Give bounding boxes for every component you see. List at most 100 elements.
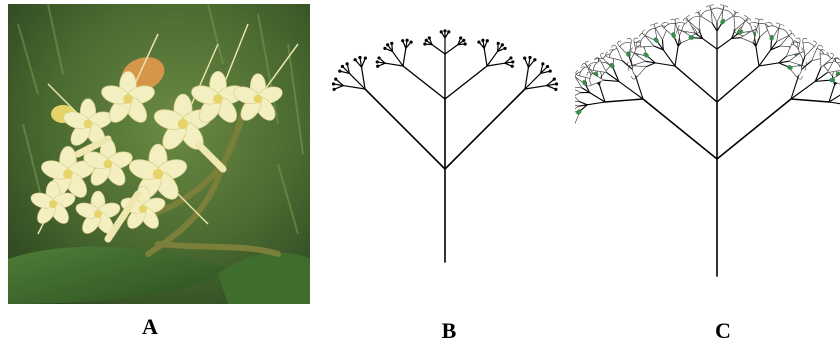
- flower-node: [533, 58, 536, 61]
- flower-node: [546, 65, 549, 68]
- flower-photo-graphic: [8, 4, 310, 304]
- flower-node: [354, 58, 357, 61]
- flower-node: [459, 36, 462, 39]
- flower-node: [554, 88, 557, 91]
- flower-node: [477, 40, 480, 43]
- corolla: [575, 87, 581, 99]
- twig: [717, 38, 732, 49]
- branch: [717, 99, 791, 159]
- twig: [663, 50, 675, 66]
- flower-node: [409, 40, 412, 43]
- flower-node: [401, 39, 404, 42]
- flower-node: [503, 47, 506, 50]
- branch: [643, 99, 717, 159]
- flower-node: [346, 62, 349, 65]
- twig: [385, 63, 403, 66]
- flower-node: [528, 56, 531, 59]
- flower-center: [213, 94, 223, 104]
- flower-node: [462, 39, 465, 42]
- twig: [487, 63, 505, 66]
- flower-node: [486, 39, 489, 42]
- branch: [717, 66, 759, 102]
- flower-node: [423, 42, 426, 45]
- flower-node: [338, 70, 341, 73]
- flower-center: [123, 94, 133, 104]
- flower-center: [63, 169, 73, 179]
- flower-center: [104, 160, 113, 169]
- twig: [829, 102, 840, 105]
- flower-node: [376, 60, 379, 63]
- corolla: [799, 41, 815, 58]
- flower-node: [405, 39, 408, 42]
- branch: [445, 66, 487, 99]
- twig: [392, 51, 403, 66]
- twig: [403, 48, 406, 66]
- branching-flower-diagram: [575, 4, 840, 284]
- twig: [717, 23, 722, 31]
- branching-diagram: [325, 14, 565, 274]
- flower-node: [390, 42, 393, 45]
- twig: [432, 45, 445, 54]
- flower-node: [464, 42, 467, 45]
- twig: [445, 45, 458, 54]
- flower-center: [49, 200, 57, 208]
- flower-center: [254, 95, 263, 104]
- twig: [759, 50, 771, 66]
- branch: [445, 89, 525, 169]
- flower-node: [509, 56, 512, 59]
- branch: [791, 99, 829, 102]
- twig: [712, 23, 717, 31]
- flower-node: [447, 30, 450, 33]
- flower-center: [84, 120, 93, 129]
- branch: [365, 89, 445, 169]
- flower-node: [555, 82, 558, 85]
- branch: [403, 66, 445, 99]
- branching-diagram-graphic: [325, 14, 565, 274]
- twig: [675, 46, 678, 66]
- flower-node: [523, 57, 526, 60]
- flower-center: [178, 119, 188, 129]
- flower-node: [428, 36, 431, 39]
- flower-node: [549, 70, 552, 73]
- panel-label-a: A: [142, 314, 158, 340]
- flower-node: [511, 65, 514, 68]
- branch: [605, 99, 643, 102]
- twig: [759, 63, 779, 66]
- flower-node: [383, 47, 386, 50]
- twig: [587, 102, 605, 105]
- panel-label-b: B: [442, 318, 457, 344]
- twig: [662, 40, 663, 50]
- corolla: [711, 8, 723, 22]
- flower-center: [94, 210, 102, 218]
- flower-node: [334, 78, 337, 81]
- flower-node: [364, 57, 367, 60]
- twig: [702, 38, 717, 49]
- flower-node: [511, 60, 514, 63]
- flower-node: [333, 88, 336, 91]
- branching-flower-diagram-graphic: [575, 4, 840, 284]
- twig: [756, 46, 759, 66]
- flower-node: [443, 29, 446, 32]
- twig: [791, 81, 815, 99]
- flower-node: [358, 56, 361, 59]
- twig: [619, 81, 643, 99]
- twig: [646, 63, 655, 67]
- flower-photo: [8, 4, 310, 304]
- twig: [484, 48, 487, 66]
- flower-node: [501, 43, 504, 46]
- flower-node: [481, 39, 484, 42]
- flower-node: [332, 82, 335, 85]
- twig: [779, 63, 788, 67]
- twig: [655, 63, 675, 66]
- flower-node: [376, 65, 379, 68]
- panel-label-c: C: [715, 318, 731, 344]
- flower-node: [386, 43, 389, 46]
- twig: [487, 51, 498, 66]
- flower-center: [139, 205, 147, 213]
- twig: [732, 38, 741, 39]
- flower-node: [541, 62, 544, 65]
- flower-node: [440, 30, 443, 33]
- flower-node: [553, 78, 556, 81]
- flower-node: [341, 65, 344, 68]
- twig: [579, 101, 587, 104]
